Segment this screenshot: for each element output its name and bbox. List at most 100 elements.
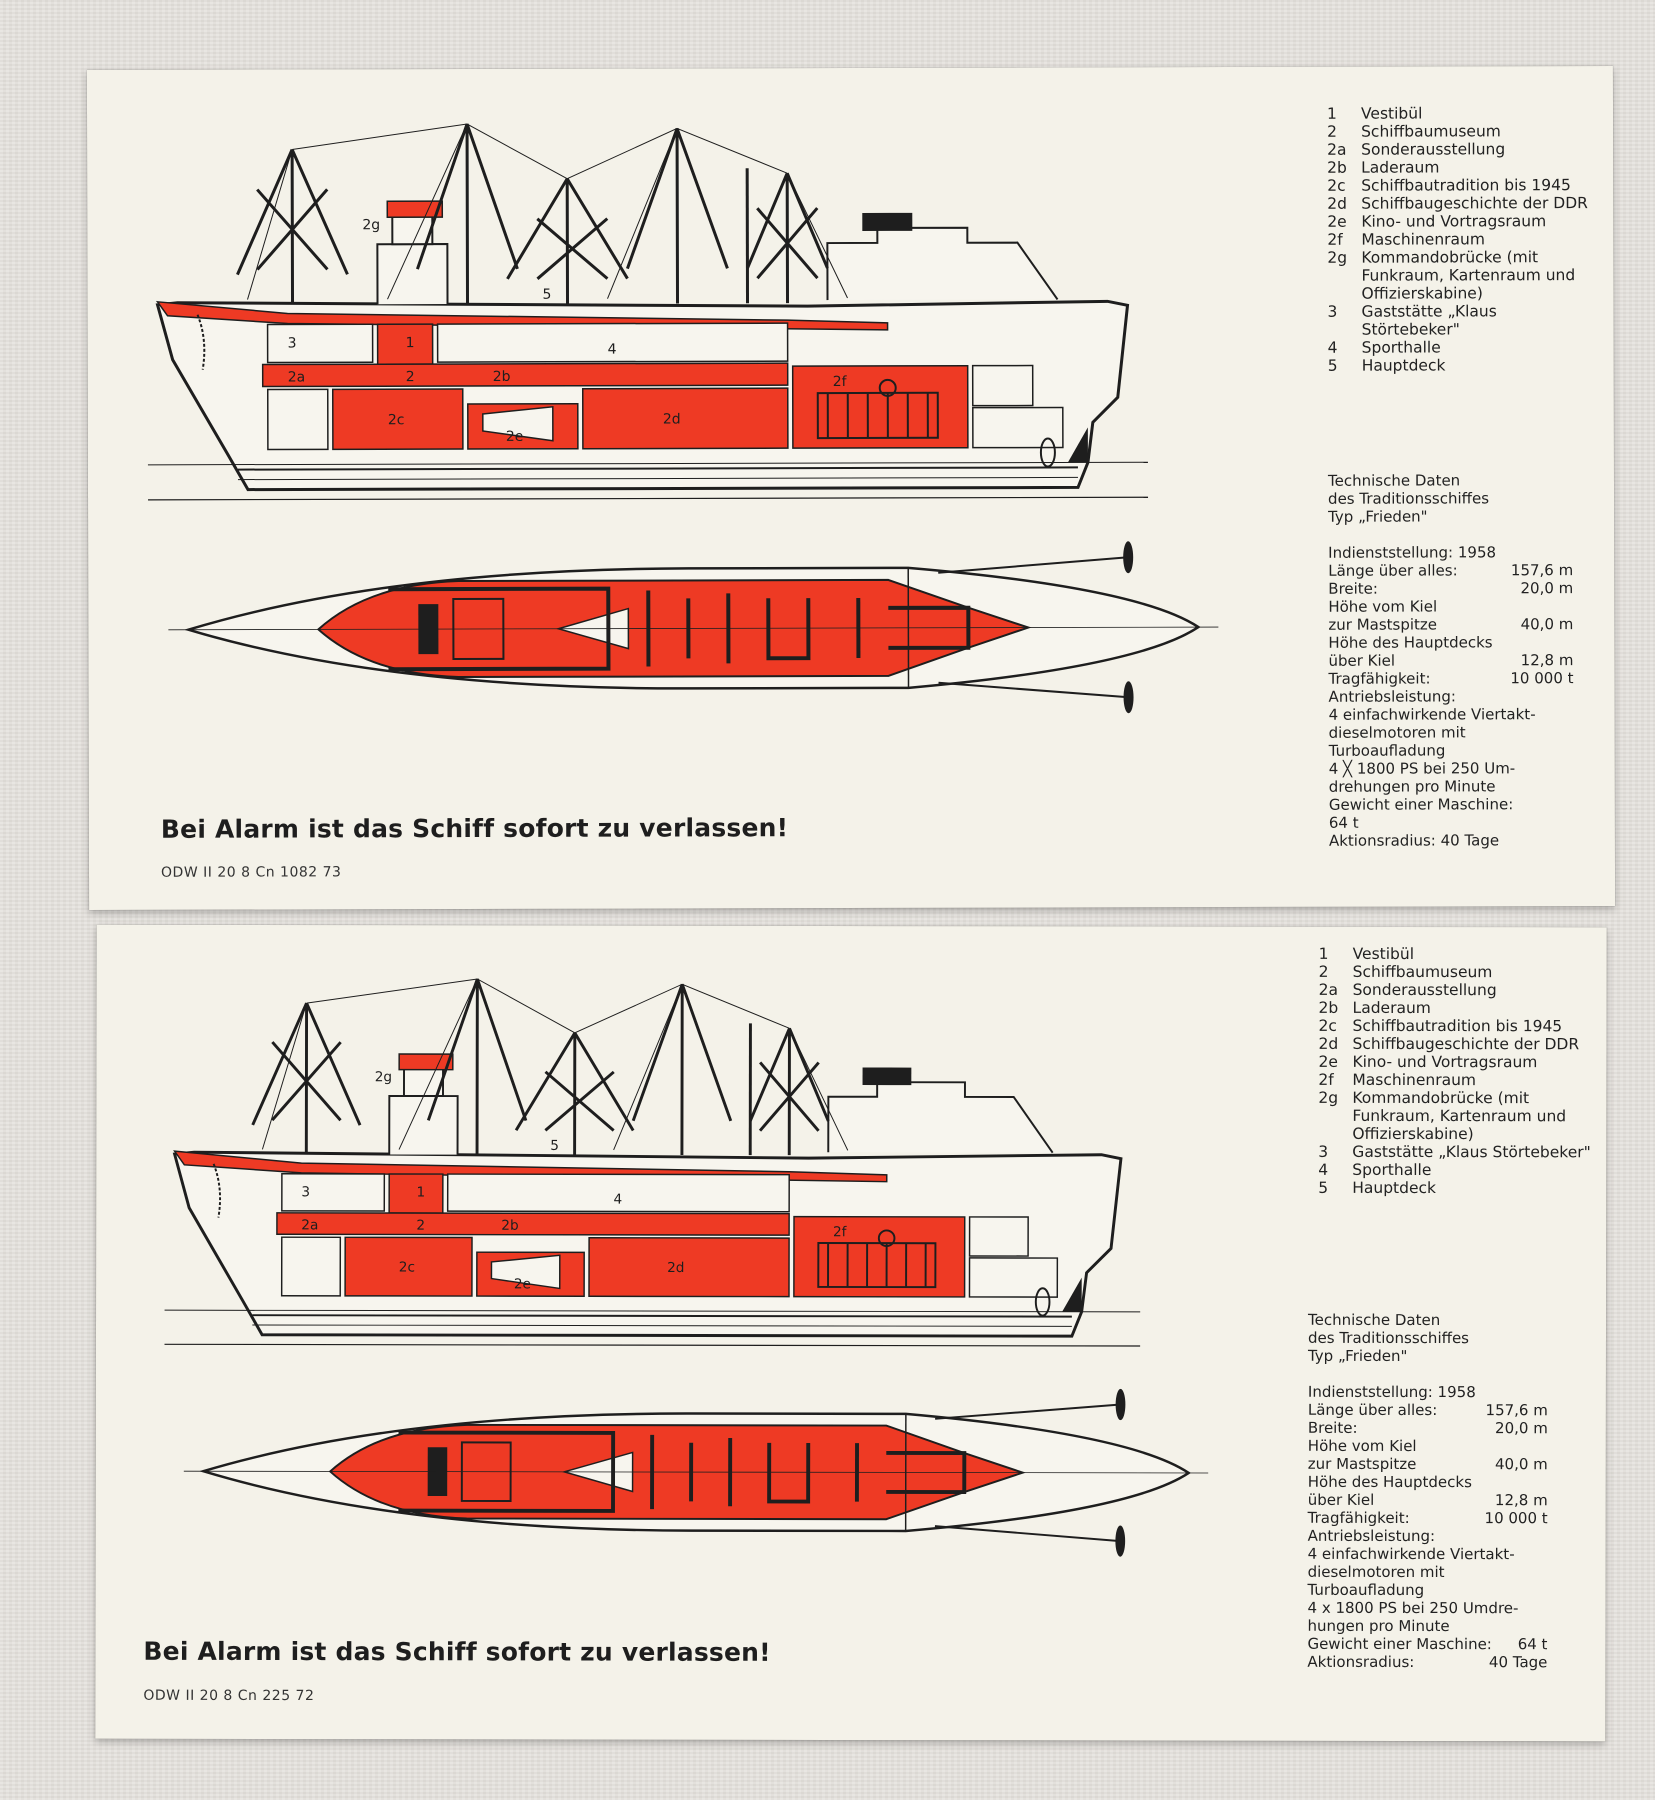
tech-label: über Kiel [1328,651,1396,670]
tech-label: hungen pro Minute [1307,1616,1450,1636]
tech-value: 20,0 m [1520,579,1574,598]
tech-header-line: des Traditionsschiffes [1328,489,1490,508]
tech-line: 4 x 1800 PS bei 250 Umdre- [1308,1599,1548,1617]
legend-num: 2c [1318,1016,1337,1035]
legend-num: 3 [1327,302,1338,321]
diagram-label-3: 3 [301,1184,310,1200]
tech-label: über Kiel [1307,1490,1375,1509]
tech-line: über Kiel 12,8 m [1328,651,1573,670]
diagram-label-1: 1 [406,335,415,351]
legend-text: Kommandobrücke (mit Funkraum, Kartenraum… [1352,1088,1567,1144]
tech-line: 4 einfachwirkende Viertakt- [1308,1545,1548,1563]
diagram-label-2g: 2g [375,1069,392,1085]
divider-line [164,1343,1141,1347]
diagram-label-2c: 2c [388,412,405,428]
legend-num: 2e [1318,1052,1338,1071]
legend-num: 4 [1327,338,1338,357]
tech-line: Turboaufladung [1308,1581,1548,1599]
diagram-label-2: 2 [406,369,415,385]
tech-line: 4 einfachwirkende Viertakt- [1329,705,1574,724]
alarm-warning: Bei Alarm ist das Schiff sofort zu verla… [160,813,789,844]
diagram-label-2a: 2a [301,1217,318,1233]
tech-line: Länge über alles:157,6 m [1328,561,1573,580]
legend-text: Sporthalle [1361,338,1441,357]
tech-value: 157,6 m [1485,1401,1548,1420]
diagram-label-1: 1 [416,1184,425,1200]
legend-num: 2a [1318,980,1338,999]
diagram-label-2: 2 [416,1218,425,1234]
ship-diagram-2: 1 2 2a 2b 2c 2d 2e 2f 2g 3 4 5 [164,977,1209,1559]
tech-line: Gewicht einer Maschine: [1329,795,1574,813]
tech-line: Breite: 20,0 m [1308,1419,1548,1437]
tech-line: 4 ╳ 1800 PS bei 250 Um- [1328,759,1574,778]
tech-value: 12,8 m [1520,651,1574,670]
legend-num: 4 [1318,1160,1329,1179]
waterline [164,1309,1141,1313]
diagram-label-2f: 2f [833,1224,848,1240]
legend-text: Schiffbaugeschichte der DDR [1352,1034,1580,1054]
legend-num: 2b [1327,158,1347,177]
diagram-label-2f: 2f [833,374,848,390]
legend-num: 2d [1318,1034,1339,1053]
tech-label: Indienststellung: 1958 [1328,543,1497,562]
legend-text: Kino- und Vortragsraum [1361,212,1547,231]
legend-text: Sonderausstellung [1361,140,1506,159]
tech-label: Höhe des Hauptdecks [1328,633,1493,652]
diagram-label-4: 4 [614,1192,623,1208]
legend-text: Hauptdeck [1361,356,1446,375]
legend-text: Vestibül [1360,104,1423,123]
tech-line: Turboaufladung [1329,741,1574,759]
legend-num: 1 [1326,104,1337,123]
tech-label: Aktionsradius: [1307,1652,1415,1671]
tech-value: 20,0 m [1495,1419,1548,1438]
tech-label: Antriebsleistung: [1307,1526,1436,1546]
tech-label: 4 ╳ 1800 PS bei 250 Um- [1328,759,1516,778]
alarm-warning: Bei Alarm ist das Schiff sofort zu verla… [143,1636,771,1667]
tech-header-line: des Traditionsschiffes [1307,1328,1470,1348]
tech-line: Antriebsleistung: [1329,687,1574,705]
tech-value: 40,0 m [1520,615,1574,634]
tech-line: Höhe vom Kiel [1328,597,1573,615]
tech-line: Indienststellung: 1958 [1308,1383,1548,1401]
tech-header: Technische Daten des Traditionsschiffes … [1308,1311,1548,1365]
legend-text: Hauptdeck [1352,1178,1437,1198]
legend-text: Schiffbaumuseum [1361,122,1501,141]
tech-label: dieselmotoren mit [1307,1562,1445,1582]
tech-label: Aktionsradius: 40 Tage [1328,831,1500,850]
legend-text: Laderaum [1361,158,1440,177]
legend-text: Schiffbautradition bis 1945 [1352,1016,1563,1036]
tech-label: Höhe vom Kiel [1307,1436,1417,1455]
tech-label: Breite: [1307,1418,1358,1437]
legend-text: Maschinenraum [1361,230,1485,249]
tech-label: Indienststellung: 1958 [1307,1382,1476,1402]
tech-header: Technische Daten des Traditionsschiffes … [1328,471,1573,525]
legend-num: 2c [1327,176,1346,195]
tech-label: dieselmotoren mit [1328,723,1466,742]
tech-line: Länge über alles:157,6 m [1308,1401,1548,1419]
ship-side-elevation [155,120,1130,492]
diagram-label-2b: 2b [493,369,511,385]
diagram-label-2b: 2b [501,1218,518,1234]
tech-label: Tragfähigkeit: [1307,1508,1410,1527]
tech-line: Aktionsradius: 40 Tage [1328,831,1574,850]
tech-line: Breite: 20,0 m [1328,579,1573,598]
tech-label: drehungen pro Minute [1328,777,1496,796]
legend-text: Schiffbaugeschichte der DDR [1361,194,1588,213]
tech-data-1: Technische Daten des Traditionsschiffes … [1328,471,1574,850]
tech-label: Gewicht einer Maschine: [1307,1634,1492,1654]
tech-label: 4 einfachwirkende Viertakt- [1307,1544,1515,1564]
tech-value: 40 Tage [1488,1653,1548,1672]
legend-text: Kino- und Vortragsraum [1352,1052,1538,1072]
tech-value: 10 000 t [1510,669,1574,688]
tech-line: Höhe vom Kiel [1308,1437,1548,1455]
tech-label: Tragfähigkeit: [1328,669,1431,688]
legend-num: 2a [1327,140,1347,159]
ship-side-elevation [172,977,1123,1338]
tech-label: Breite: [1328,579,1378,598]
legend-num: 2f [1318,1070,1334,1089]
